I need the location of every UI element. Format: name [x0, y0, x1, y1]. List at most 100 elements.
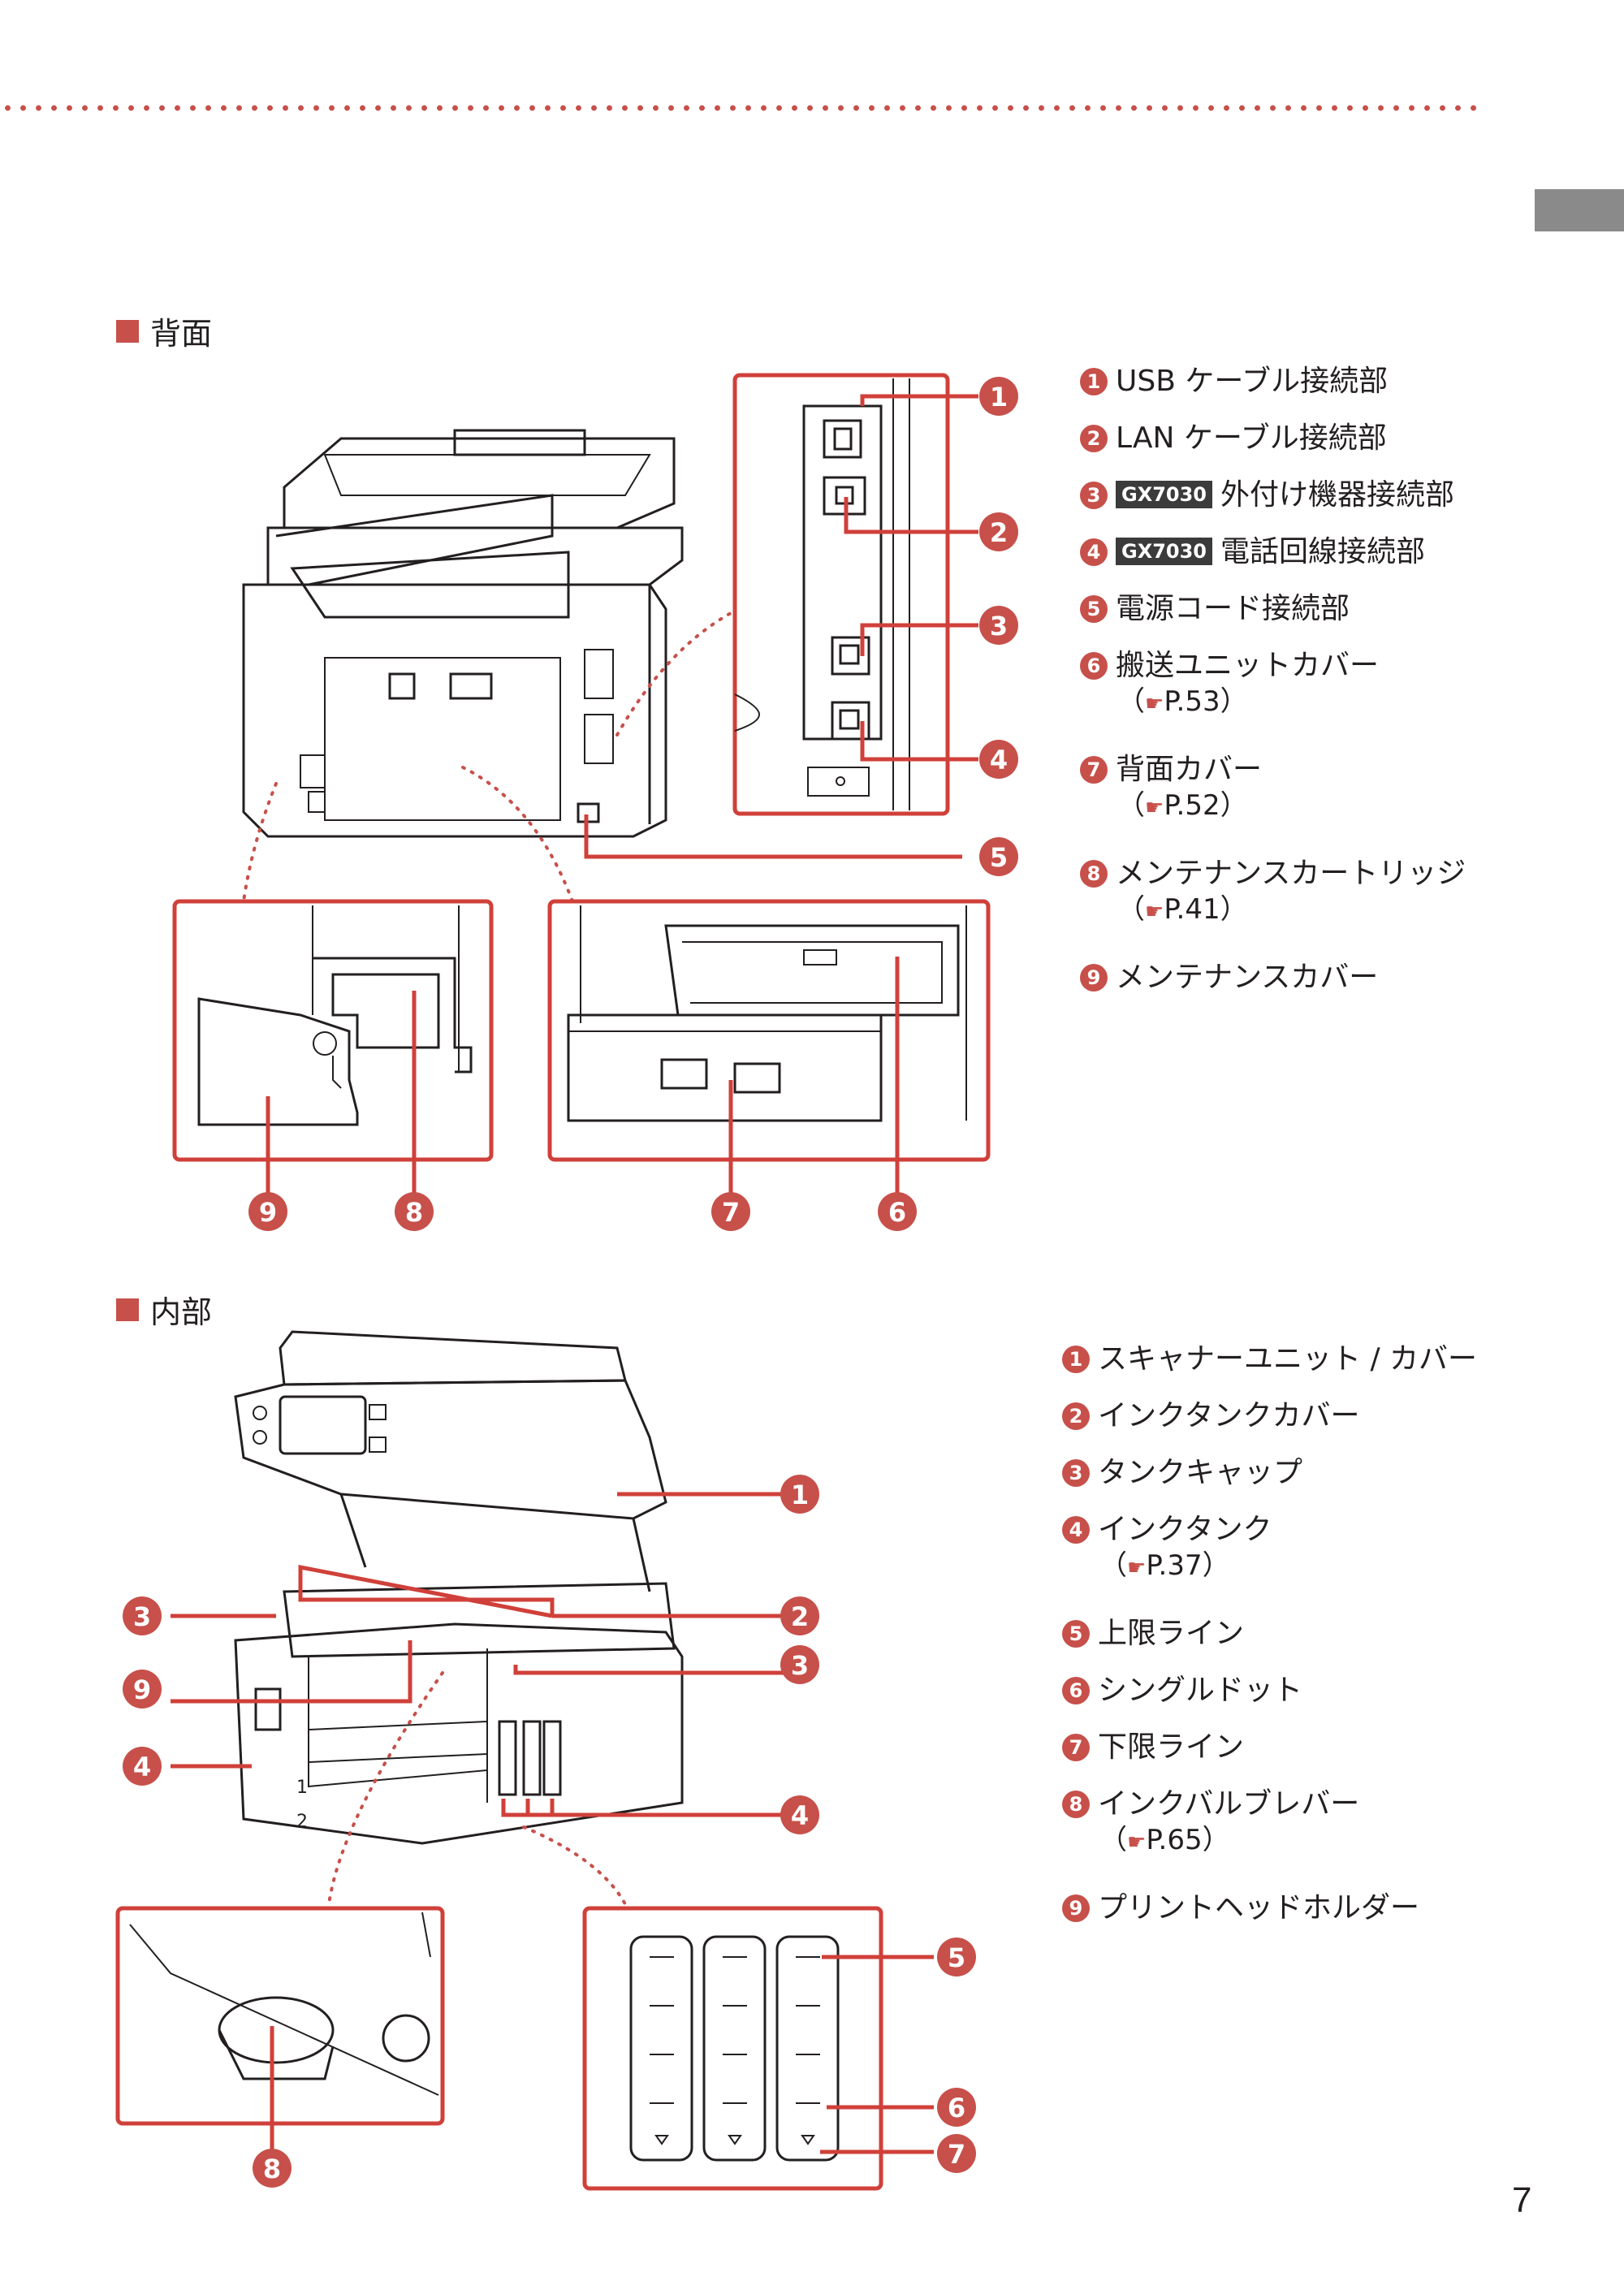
legend-item: 2 LAN ケーブル接続部	[1080, 421, 1387, 456]
number-badge: 4	[1080, 538, 1108, 566]
number-badge: 8	[1080, 860, 1108, 888]
svg-text:1: 1	[791, 1480, 809, 1510]
number-badge: 9	[1062, 1894, 1090, 1922]
callout-9: 9	[123, 1670, 162, 1709]
page-reference[interactable]: （☛P.65）	[1099, 1824, 1230, 1856]
legend-item: 9 メンテナンスカバー	[1080, 960, 1378, 996]
legend-text: 電源コード接続部	[1116, 592, 1350, 625]
legend-text: タンクキャップ	[1098, 1456, 1303, 1489]
callout-2: 2	[979, 512, 1018, 551]
svg-text:4: 4	[133, 1752, 151, 1782]
pointing-hand-icon: ☛	[1145, 796, 1164, 820]
callout-7: 7	[937, 2134, 976, 2173]
callout-6: 6	[937, 2088, 976, 2127]
legend-text: 搬送ユニットカバー	[1116, 649, 1380, 682]
rear-cover-detail	[547, 899, 991, 1194]
legend-item: 3 GX7030 外付け機器接続部	[1080, 477, 1454, 513]
svg-text:8: 8	[405, 1197, 423, 1228]
legend-item: 7 背面カバー （☛P.52）	[1080, 752, 1262, 826]
svg-text:6: 6	[888, 1197, 906, 1228]
page-reference[interactable]: （☛P.53）	[1117, 685, 1248, 718]
section-heading-text: 内部	[150, 1294, 213, 1330]
section-heading-text: 背面	[150, 316, 213, 352]
legend-item: 4 インクタンク （☛P.37）	[1062, 1512, 1272, 1586]
callout-4-left: 4	[123, 1747, 162, 1786]
number-badge: 2	[1080, 425, 1108, 452]
number-badge: 6	[1062, 1677, 1090, 1704]
number-badge: 7	[1080, 756, 1108, 784]
callout-3-right: 3	[780, 1645, 819, 1684]
legend-text: メンテナンスカートリッジ	[1116, 857, 1466, 890]
pointing-hand-icon: ☛	[1145, 900, 1164, 924]
legend-text: メンテナンスカバー	[1116, 961, 1379, 994]
svg-text:5: 5	[990, 842, 1008, 873]
legend-text: プリントヘッドホルダー	[1098, 1891, 1420, 1925]
legend-text: シングルドット	[1098, 1674, 1303, 1707]
svg-text:5: 5	[948, 1942, 965, 1973]
svg-text:7: 7	[722, 1197, 740, 1228]
callout-5: 5	[937, 1938, 976, 1976]
number-badge: 5	[1080, 595, 1108, 623]
section-side-tab	[1535, 189, 1624, 231]
callout-6: 6	[878, 1192, 917, 1231]
svg-text:9: 9	[259, 1197, 277, 1228]
svg-text:2: 2	[990, 517, 1008, 548]
tray-label-1: 1	[296, 1778, 308, 1798]
number-badge: 6	[1080, 652, 1108, 680]
number-badge: 7	[1062, 1734, 1090, 1761]
svg-text:4: 4	[990, 745, 1008, 775]
legend-text: 電話回線接続部	[1220, 535, 1426, 568]
legend-text: USB ケーブル接続部	[1116, 365, 1389, 398]
svg-text:3: 3	[990, 611, 1008, 642]
svg-text:4: 4	[791, 1800, 809, 1831]
pointing-hand-icon: ☛	[1127, 1830, 1147, 1855]
page-reference[interactable]: （☛P.52）	[1117, 789, 1248, 822]
red-square-icon	[116, 319, 139, 343]
red-square-icon	[116, 1298, 139, 1321]
section-heading-interior: 内部	[116, 1287, 212, 1332]
callout-5: 5	[979, 837, 1018, 876]
page-reference[interactable]: （☛P.37）	[1099, 1549, 1230, 1582]
legend-item: 3 タンクキャップ	[1062, 1455, 1302, 1491]
legend-item: 5 電源コード接続部	[1080, 591, 1350, 627]
number-badge: 4	[1062, 1516, 1090, 1544]
number-badge: 8	[1062, 1791, 1090, 1818]
svg-text:2: 2	[791, 1601, 809, 1632]
svg-text:8: 8	[263, 2154, 281, 2184]
number-badge: 5	[1062, 1620, 1090, 1648]
callout-1: 1	[780, 1475, 819, 1514]
pointing-hand-icon: ☛	[1127, 1556, 1147, 1580]
legend-text: 上限ライン	[1098, 1617, 1245, 1650]
legend-item: 6 搬送ユニットカバー （☛P.53）	[1080, 648, 1379, 722]
model-badge: GX7030	[1116, 481, 1212, 508]
legend-item: 2 インクタンクカバー	[1062, 1398, 1360, 1434]
rear-ports-detail	[732, 373, 978, 816]
legend-text: インクタンクカバー	[1098, 1399, 1360, 1432]
maintenance-detail	[172, 899, 494, 1194]
number-badge: 2	[1062, 1402, 1090, 1430]
header-dotted-rule	[0, 104, 1478, 112]
callout-9: 9	[248, 1192, 287, 1231]
callout-2: 2	[780, 1596, 819, 1635]
printer-rear-illustration	[242, 429, 962, 903]
svg-text:3: 3	[791, 1650, 809, 1681]
svg-text:3: 3	[133, 1601, 151, 1632]
page-reference[interactable]: （☛P.41）	[1117, 893, 1248, 926]
tray-label-2: 2	[296, 1812, 308, 1832]
callout-4: 4	[979, 740, 1018, 779]
legend-text: LAN ケーブル接続部	[1116, 421, 1387, 455]
svg-text:6: 6	[948, 2093, 965, 2123]
number-badge: 3	[1062, 1459, 1090, 1487]
valve-lever-detail	[115, 1906, 445, 2152]
callout-8: 8	[253, 2149, 292, 2188]
legend-text: 外付け機器接続部	[1220, 478, 1455, 512]
number-badge: 9	[1080, 964, 1108, 991]
legend-text: スキャナーユニット / カバー	[1098, 1342, 1478, 1376]
legend-text: 背面カバー	[1116, 753, 1263, 786]
number-badge: 3	[1080, 482, 1108, 509]
legend-text: インクタンク	[1098, 1513, 1272, 1546]
